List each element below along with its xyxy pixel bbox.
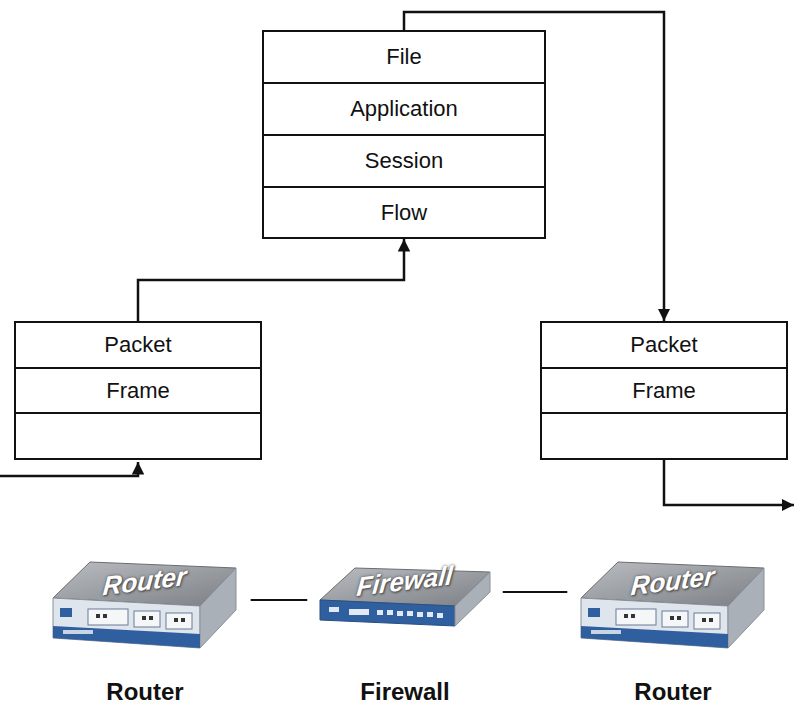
device-label: Router <box>39 678 250 706</box>
layer-name: Packet <box>104 332 171 358</box>
device-label: Firewall <box>307 678 502 706</box>
layer-name: Packet <box>630 332 697 358</box>
layer-box: File <box>262 30 546 84</box>
layer-box: Application <box>262 82 546 136</box>
device-badge: Router <box>39 553 252 610</box>
layer-name: Frame <box>632 378 696 404</box>
layer-box: Flow <box>262 186 546 239</box>
layer-name: File <box>386 44 421 70</box>
network-link <box>503 591 568 593</box>
layer-box: Frame <box>540 367 788 414</box>
device-label: Router <box>567 678 778 706</box>
network-device: RouterRouter <box>567 552 778 712</box>
layer-name: Flow <box>381 200 427 226</box>
empty-layer-row <box>541 413 787 459</box>
network-link <box>251 599 308 601</box>
flow-arrow <box>138 239 404 321</box>
layer-name: Frame <box>106 378 170 404</box>
device-badge: Firewall <box>307 554 504 609</box>
layer-name: Session <box>365 148 443 174</box>
device-badge: Router <box>567 553 780 610</box>
outgoing-arrow <box>664 460 794 505</box>
layer-box: Packet <box>540 321 788 369</box>
empty-layer-row <box>15 413 261 459</box>
network-device: FirewallFirewall <box>307 552 502 712</box>
layer-name: Application <box>350 96 458 122</box>
layer-box: Session <box>262 134 546 188</box>
network-device: RouterRouter <box>39 552 250 712</box>
layer-box: Frame <box>14 367 262 414</box>
incoming-arrow <box>0 462 138 476</box>
layer-box: Packet <box>14 321 262 369</box>
